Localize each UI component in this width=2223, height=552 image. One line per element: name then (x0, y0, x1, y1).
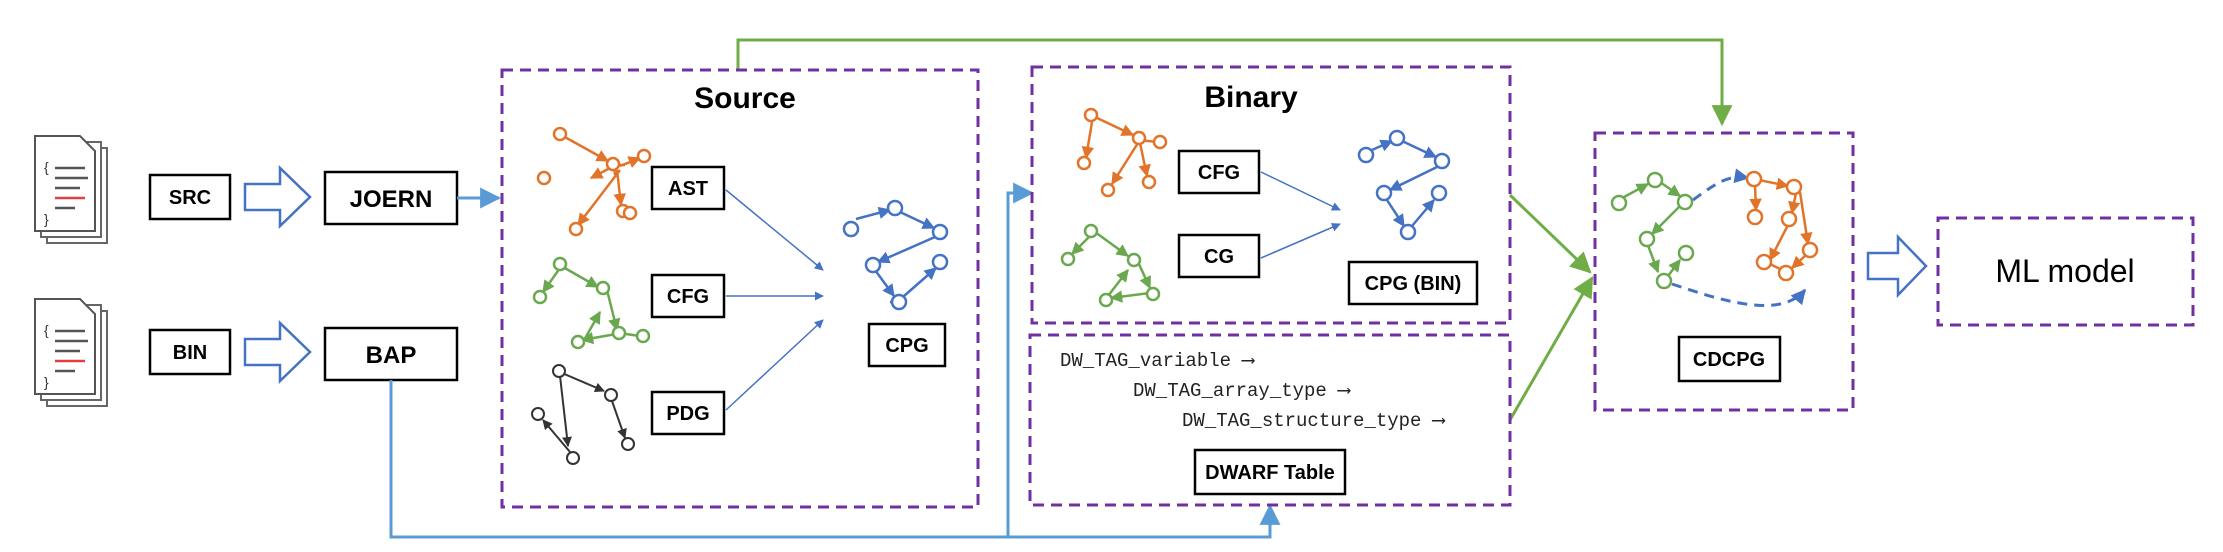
cdcpg-orange-graph-icon (1745, 170, 1819, 282)
bin-label-box: BIN (148, 328, 232, 376)
ast-to-cpg-arrow (725, 189, 824, 271)
binary-panel: Binary (1030, 65, 1512, 325)
cfg-mini-graph-icon (532, 256, 651, 350)
cpg-bin-label: CPG (BIN) (1365, 273, 1462, 295)
src-to-joern-arrow (243, 165, 312, 229)
cdcpg-link-top (1692, 168, 1750, 202)
ast-box: AST (650, 165, 726, 211)
src-document-icon: { } (34, 135, 108, 244)
cdcpg-link-bottom (1671, 282, 1807, 307)
cg-box: CG (1177, 233, 1261, 279)
svg-text:}: } (44, 211, 49, 227)
source-title: Source (694, 82, 796, 115)
cpg-label: CPG (885, 335, 928, 357)
pdg-mini-graph-icon (531, 364, 635, 465)
cg-to-cpgbin-arrow (1260, 223, 1341, 259)
src-label: SRC (169, 187, 211, 209)
pdg-to-cpg-arrow (725, 319, 824, 411)
ml-model-panel: ML model (1936, 216, 2195, 327)
dwarf-tag-array-type: DW_TAG_array_type ⟶ (1133, 380, 1351, 402)
dwarf-tag-variable: DW_TAG_variable ⟶ (1060, 350, 1255, 372)
binary-cg-mini-graph-icon (1060, 223, 1161, 308)
cg-label: CG (1204, 246, 1234, 268)
cdcpg-label: CDCPG (1693, 349, 1765, 371)
cfg-binary-label: CFG (1198, 162, 1240, 184)
cpg-bin-mini-graph-icon (1357, 129, 1451, 241)
cfg-to-cpgbin-arrow (1260, 171, 1341, 211)
cdcpg-panel: CDCPG (1593, 131, 1855, 412)
ast-mini-graph-icon (536, 126, 652, 237)
bap-box: BAP (323, 326, 459, 382)
bin-to-bap-arrow (243, 320, 312, 384)
binary-cfg-mini-graph-icon (1076, 107, 1168, 198)
src-label-box: SRC (148, 173, 232, 221)
bap-label: BAP (366, 342, 417, 369)
dwarf-to-cdcpg-arrow (1508, 276, 1594, 421)
binary-to-cdcpg-arrow (1508, 193, 1592, 274)
ml-model-label: ML model (1995, 253, 2134, 289)
joern-box: JOERN (323, 170, 459, 226)
dwarf-tag-structure-type: DW_TAG_structure_type ⟶ (1182, 410, 1446, 432)
svg-text:{: { (44, 159, 49, 175)
cdcpg-green-graph-icon (1610, 171, 1695, 290)
dwarf-panel: DW_TAG_variable ⟶ DW_TAG_array_type ⟶ DW… (1028, 333, 1512, 507)
source-panel: Source (500, 68, 980, 509)
svg-text:{: { (44, 322, 49, 338)
pdg-label: PDG (666, 403, 709, 425)
cfg-source-label: CFG (667, 286, 709, 308)
svg-text:}: } (44, 374, 49, 390)
bap-to-dwarf-arrow (1008, 503, 1281, 539)
cpg-box: CPG (867, 322, 947, 368)
cfg-source-box: CFG (650, 273, 726, 319)
bin-document-icon: { } (34, 298, 108, 407)
dwarf-table-label: DWARF Table (1205, 462, 1335, 484)
cpg-mini-graph-icon (842, 199, 949, 311)
joern-label: JOERN (350, 186, 433, 213)
ast-label: AST (668, 178, 708, 200)
cpg-bin-box: CPG (BIN) (1347, 260, 1479, 306)
pdg-box: PDG (650, 390, 726, 436)
binary-title: Binary (1204, 81, 1298, 114)
cdcpg-to-model-arrow (1866, 233, 1928, 299)
cdcpg-box: CDCPG (1677, 335, 1782, 383)
bin-label: BIN (173, 342, 207, 364)
source-to-cdcpg-connector (736, 38, 1733, 127)
cfg-binary-box: CFG (1177, 149, 1261, 195)
dwarf-table-box: DWARF Table (1193, 448, 1347, 496)
